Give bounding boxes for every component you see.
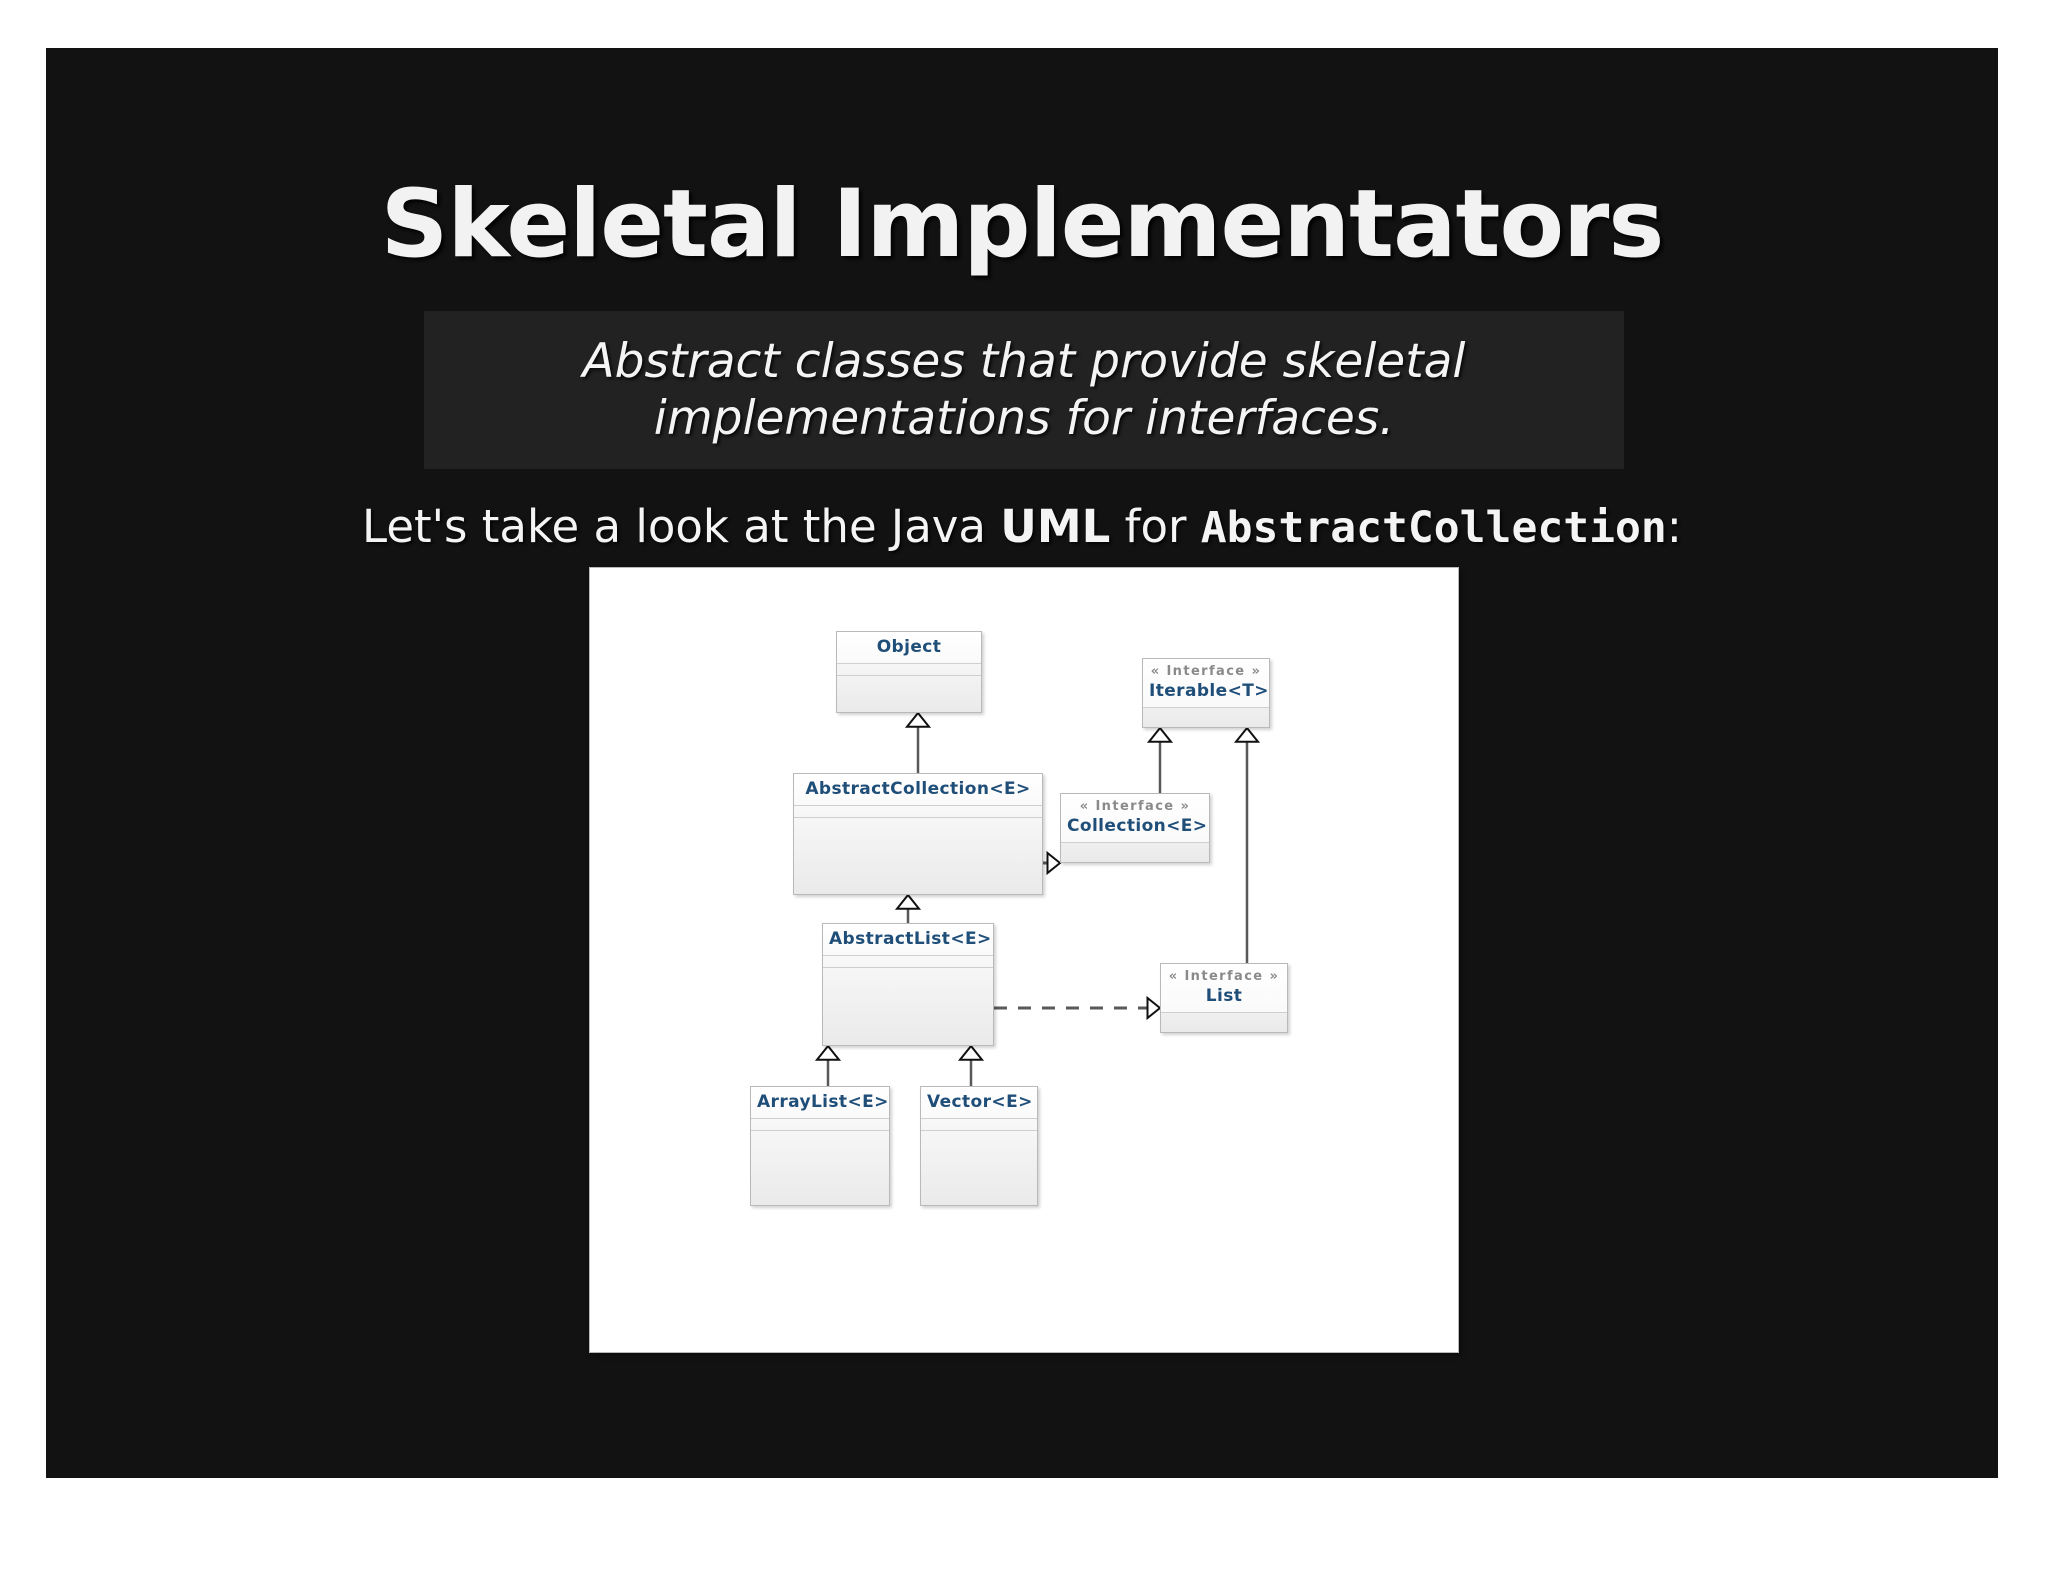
uml-diagram-canvas: Object « Interface » Iterable<T> AbstractCo…: [590, 568, 1458, 1352]
uml-realization-arrowhead: [1146, 995, 1162, 1021]
uml-node-iterable: « Interface » Iterable<T>: [1142, 658, 1270, 728]
uml-node-list: « Interface » List: [1160, 963, 1288, 1033]
leadin-uml-emphasis: UML: [1000, 500, 1111, 553]
uml-node-header: AbstractCollection<E>: [794, 774, 1042, 806]
uml-generalization-arrowhead: [894, 893, 922, 910]
uml-operations-compartment: [751, 1131, 889, 1205]
leadin-part3: :: [1666, 500, 1682, 553]
uml-attributes-compartment: [837, 664, 981, 676]
uml-generalization-arrowhead: [1233, 726, 1261, 743]
uml-node-name: AbstractCollection<E>: [805, 779, 1031, 799]
uml-node-vector: Vector<E>: [920, 1086, 1038, 1206]
uml-stereotype-label: « Interface »: [1150, 664, 1262, 679]
leadin-code-abstractcollection: AbstractCollection: [1200, 503, 1667, 553]
uml-attributes-compartment: [794, 806, 1042, 818]
uml-node-header: « Interface » Iterable<T>: [1143, 659, 1269, 708]
uml-node-header: « Interface » List: [1161, 964, 1287, 1013]
uml-node-abstract-collection: AbstractCollection<E>: [793, 773, 1043, 895]
subtitle-text: Abstract classes that provide skeletal i…: [582, 333, 1466, 446]
uml-generalization-arrowhead: [1146, 726, 1174, 743]
uml-stereotype-label: « Interface »: [1168, 969, 1280, 984]
uml-node-header: Object: [837, 632, 981, 664]
page-title: Skeletal Implementators: [380, 170, 1665, 279]
uml-realization-arrowhead: [1046, 850, 1062, 876]
uml-node-name: AbstractList<E>: [829, 929, 992, 949]
uml-generalization-arrowhead: [957, 1044, 985, 1061]
uml-generalization-arrowhead: [904, 711, 932, 728]
uml-diagram-panel: Object « Interface » Iterable<T> AbstractCo…: [590, 568, 1458, 1352]
uml-node-name: Iterable<T>: [1149, 681, 1269, 701]
slide: Skeletal Implementators Abstract classes…: [46, 48, 1998, 1478]
uml-node-header: ArrayList<E>: [751, 1087, 889, 1119]
subtitle-panel: Abstract classes that provide skeletal i…: [424, 311, 1624, 469]
uml-attributes-compartment: [823, 956, 993, 968]
uml-operations-compartment: [837, 676, 981, 712]
uml-node-arraylist: ArrayList<E>: [750, 1086, 890, 1206]
uml-operations-compartment: [823, 968, 993, 1045]
uml-node-name: List: [1205, 986, 1243, 1006]
leadin-part1: Let's take a look at the Java: [362, 500, 1001, 553]
uml-node-name: ArrayList<E>: [757, 1092, 889, 1112]
uml-operations-compartment: [794, 818, 1042, 894]
uml-stereotype-label: « Interface »: [1079, 799, 1191, 814]
uml-node-header: AbstractList<E>: [823, 924, 993, 956]
uml-node-object: Object: [836, 631, 982, 713]
uml-attributes-compartment: [751, 1119, 889, 1131]
uml-node-name: Collection<E>: [1067, 816, 1208, 836]
uml-generalization-arrowhead: [814, 1044, 842, 1061]
uml-operations-compartment: [1061, 843, 1209, 862]
uml-attributes-compartment: [921, 1119, 1037, 1131]
uml-node-abstract-list: AbstractList<E>: [822, 923, 994, 1046]
uml-connector-layer: [814, 711, 1261, 1086]
leadin-part2: for: [1110, 500, 1201, 553]
uml-operations-compartment: [1161, 1013, 1287, 1032]
uml-operations-compartment: [921, 1131, 1037, 1205]
uml-operations-compartment: [1143, 708, 1269, 727]
uml-node-name: Vector<E>: [927, 1092, 1033, 1112]
uml-node-name: Object: [876, 637, 942, 657]
leadin-line: Let's take a look at the Java UML for Ab…: [46, 500, 1998, 553]
uml-node-header: Vector<E>: [921, 1087, 1037, 1119]
uml-node-header: « Interface » Collection<E>: [1061, 794, 1209, 843]
uml-node-collection: « Interface » Collection<E>: [1060, 793, 1210, 863]
